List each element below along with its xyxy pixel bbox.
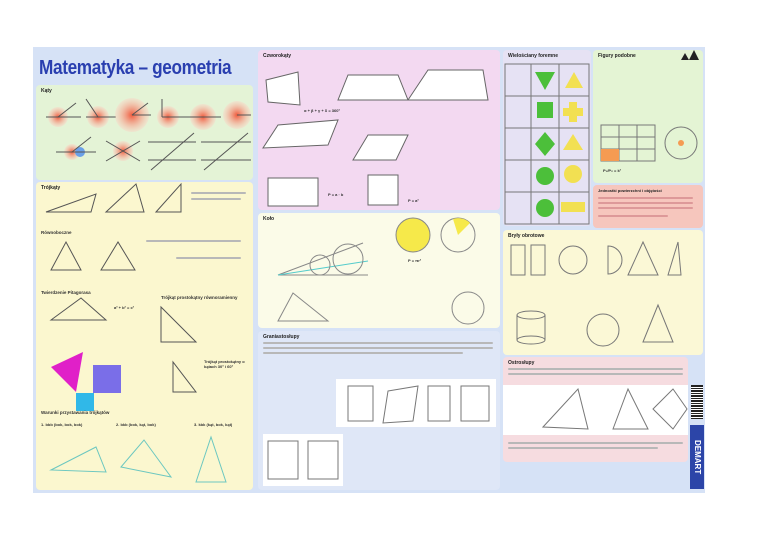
text-line: [598, 207, 693, 209]
quadrilateral-sum-formula: α + β + γ + δ = 360°: [304, 108, 341, 113]
polyhedra-panel: Wielościany foremne: [503, 50, 591, 226]
text-line: [508, 373, 683, 375]
pyramids-panel: Ostrosłupy: [503, 357, 688, 462]
polyhedra-table: [504, 63, 590, 225]
text-line: [263, 352, 463, 354]
text-line: [176, 257, 241, 259]
solids-of-revolution-panel: Bryły obrotowe: [503, 230, 703, 355]
text-line: [263, 342, 493, 344]
sss-heading: 1. bbb (bok, bok, bok): [41, 422, 83, 427]
text-line: [146, 240, 241, 242]
angles-diagrams: [46, 98, 251, 171]
barcode: [691, 385, 703, 419]
triangles-heading: Trójkąty: [41, 185, 61, 191]
square-formula: P = a²: [408, 198, 419, 203]
angles-heading: Kąty: [41, 88, 52, 94]
text-line: [508, 368, 683, 370]
text-line: [508, 447, 658, 449]
text-line: [598, 215, 668, 217]
text-line: [191, 198, 241, 200]
text-line: [598, 202, 693, 204]
equilateral-heading: Równoboczne: [41, 230, 72, 235]
asa-heading: 3. kbk (kąt, bok, kąt): [194, 422, 233, 427]
pythagoras-heading: Twierdzenie Pitagorasa: [41, 290, 91, 295]
solids-diagrams: [510, 240, 682, 347]
text-line: [508, 442, 683, 444]
units-panel: Jednostki powierzchni i objętości: [593, 185, 703, 228]
poster: Matematyka – geometria Kąty Trójkąty: [33, 47, 705, 493]
similarity-formula: P₁/P₂ = k²: [603, 168, 621, 173]
similar-figures-heading: Figury podobne: [598, 53, 636, 59]
similar-figures-diagrams: [600, 50, 699, 162]
solids-heading: Bryły obrotowe: [508, 233, 545, 239]
circle-panel: Koło P = πr²: [258, 213, 500, 328]
text-line: [598, 197, 693, 199]
pyramids-diagrams: [503, 385, 688, 435]
pythagoras-formula: a² + b² = c²: [114, 305, 135, 310]
isosceles-right-heading: Trójkąt prostokątny równoramienny: [161, 295, 238, 300]
pyramids-heading: Ostrosłupy: [508, 360, 535, 366]
units-heading: Jednostki powierzchni i objętości: [598, 188, 662, 193]
similar-figures-panel: Figury podobne P₁/P₂ = k²: [593, 50, 703, 183]
quadrilaterals-diagrams: [262, 69, 489, 207]
circle-diagrams: [277, 217, 485, 325]
angles-panel: Kąty: [36, 85, 253, 180]
prisms-diagrams: [263, 379, 496, 486]
demart-logo: DEMART: [690, 425, 704, 489]
rectangle-formula: P = a · b: [328, 192, 344, 197]
prisms-heading: Graniastosłupy: [263, 334, 300, 340]
triangle-30-60-heading: Trójkąt prostokątny o kątach 30° i 60°: [204, 359, 245, 369]
prisms-panel: Graniastosłupy: [258, 331, 500, 490]
text-line: [263, 347, 493, 349]
circle-heading: Koło: [263, 216, 275, 222]
polyhedra-heading: Wielościany foremne: [508, 53, 558, 59]
congruence-heading: Warunki przystawania trójkątów: [41, 410, 110, 415]
text-line: [191, 192, 246, 194]
circle-area-formula: P = πr²: [408, 258, 422, 263]
sas-heading: 2. bkb (bok, kąt, bok): [116, 422, 156, 427]
triangles-panel: Trójkąty Równoboczne Twierdzenie Pitagor…: [36, 182, 253, 490]
poster-title: Matematyka – geometria: [39, 57, 232, 79]
triangles-diagrams: [45, 182, 227, 483]
quadrilaterals-panel: Czworokąty α + β + γ + δ = 360° P = a · …: [258, 50, 500, 210]
quadrilaterals-heading: Czworokąty: [263, 53, 292, 59]
